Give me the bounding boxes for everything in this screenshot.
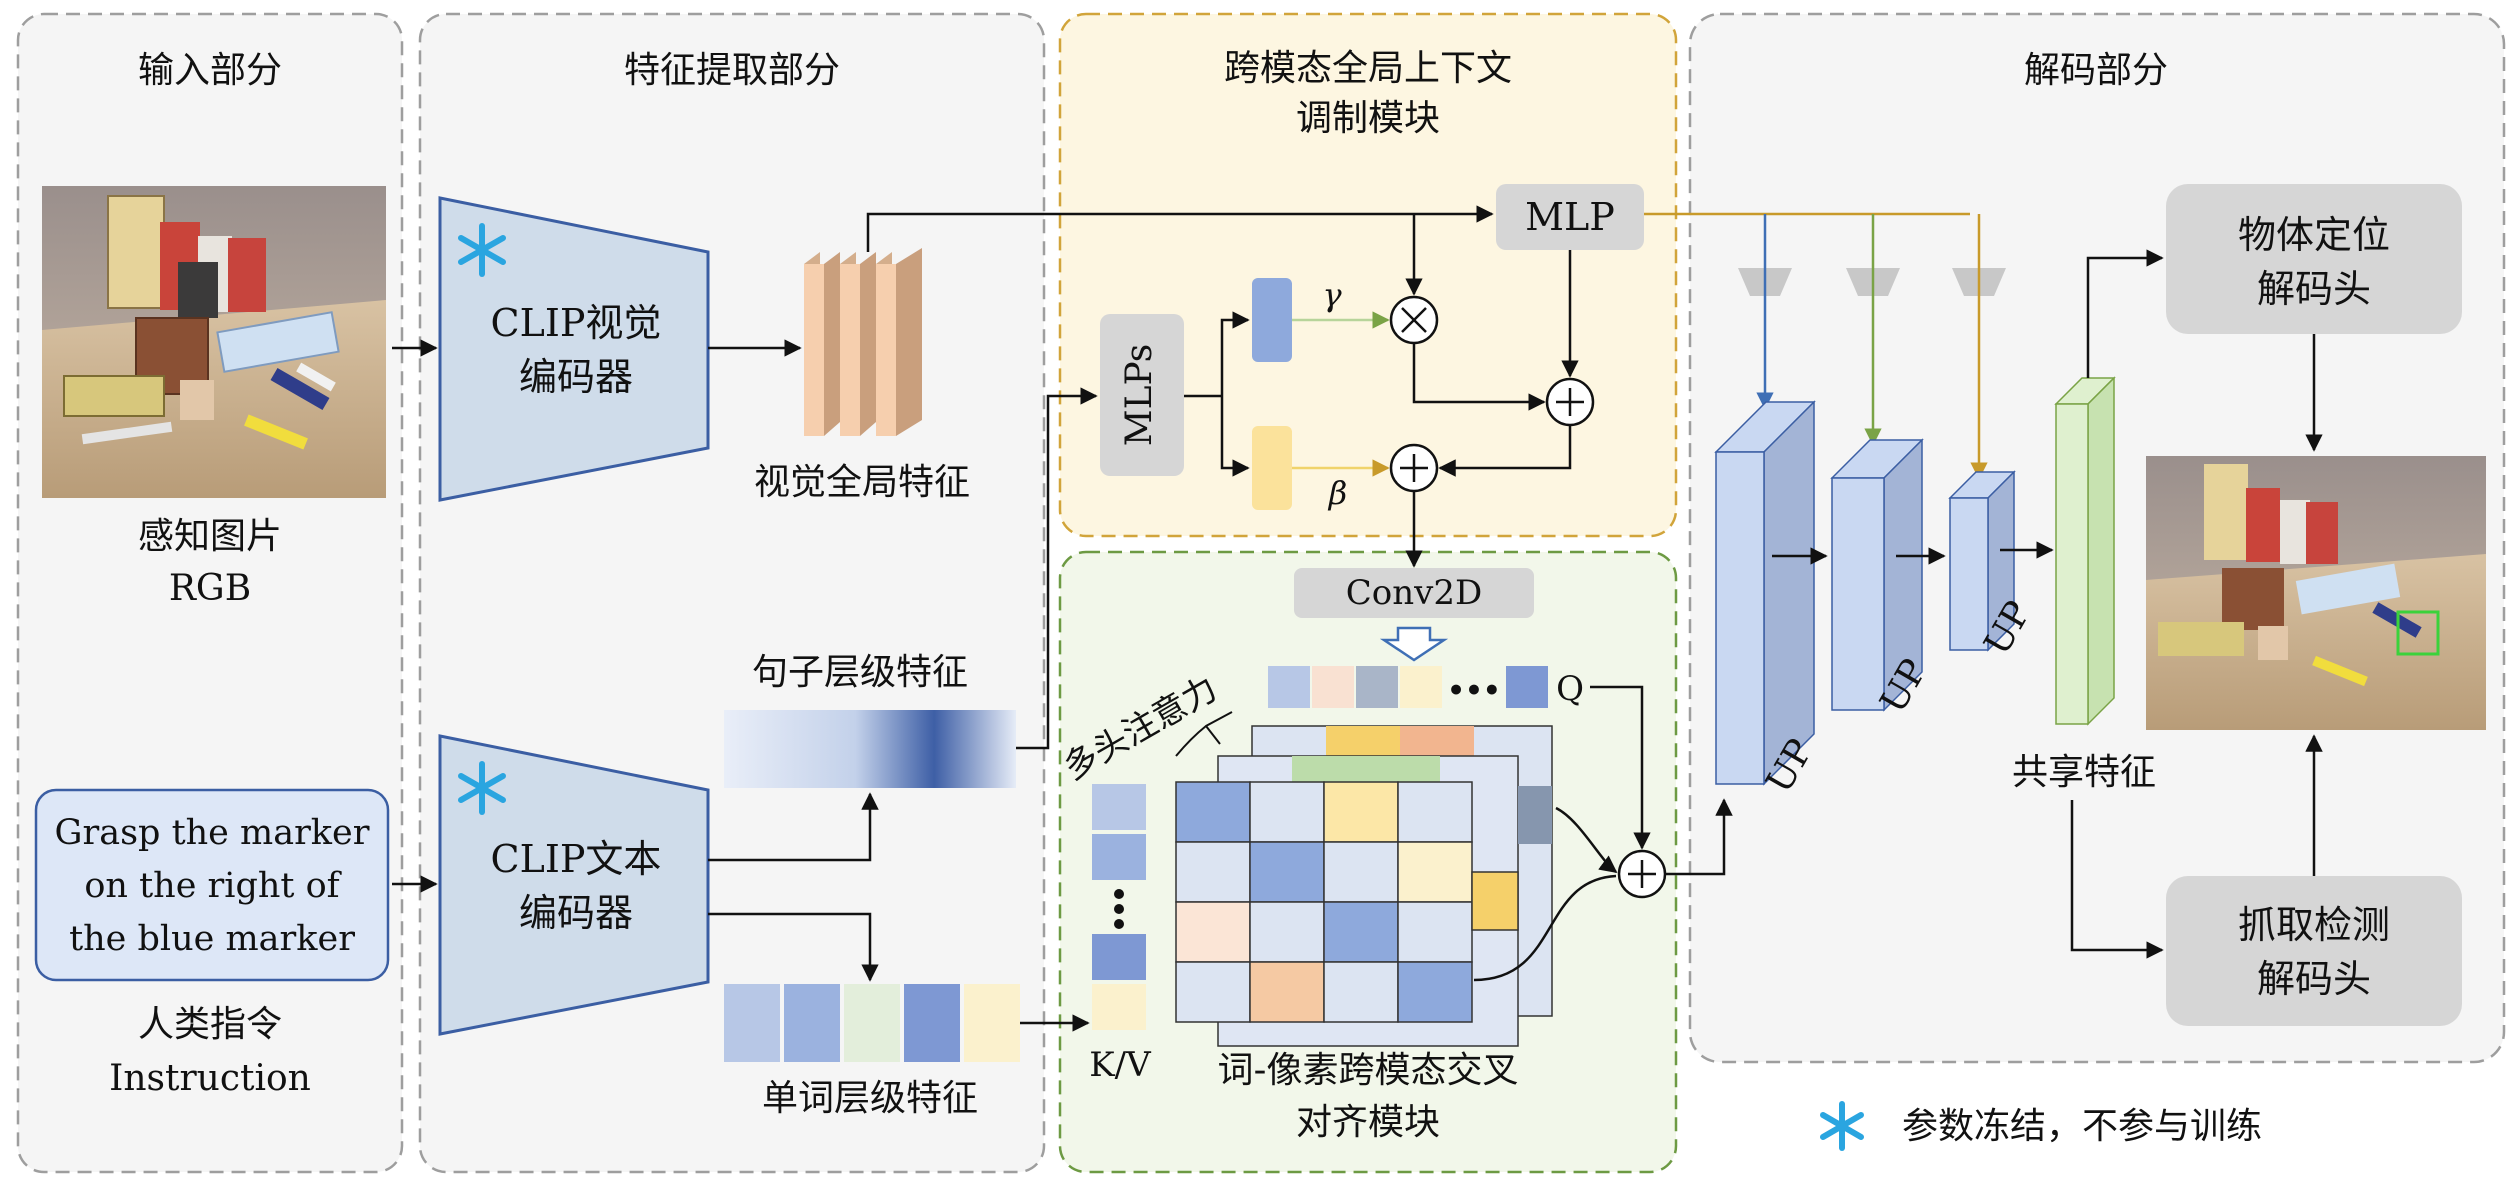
arrow-mlps-to-beta xyxy=(1220,396,1250,477)
beta-vector xyxy=(1252,426,1292,510)
add-node-top xyxy=(1545,377,1595,427)
snowflake-icon xyxy=(458,223,506,277)
visual-global-feature-stack xyxy=(804,248,922,436)
grasp-head-box xyxy=(2166,876,2462,1026)
mlp-box xyxy=(1496,184,1644,250)
visual-encoder-label-2: 编码器 xyxy=(519,355,633,399)
arrow-multiply-to-add xyxy=(1412,344,1546,411)
up-block-1 xyxy=(1714,400,1816,786)
modulation-section xyxy=(1058,12,1678,538)
up-block-3 xyxy=(1948,470,2016,652)
instruction-caption-1: 人类指令 xyxy=(138,1004,282,1045)
add-node-merge xyxy=(1617,849,1667,899)
query-tokens xyxy=(1268,666,1548,708)
arrow-text-to-sentence xyxy=(708,792,879,862)
instruction-box xyxy=(34,788,390,982)
arrow-visual-to-mlp xyxy=(866,205,1494,252)
text-encoder-label-2: 编码器 xyxy=(519,891,633,935)
multiply-node xyxy=(1389,295,1439,345)
gamma-vector xyxy=(1252,278,1292,362)
arrow-shared-to-locate xyxy=(2086,249,2164,378)
kv-label: K/V xyxy=(1089,1045,1152,1085)
rgb-caption-2: RGB xyxy=(169,568,251,609)
shared-feature-label: 共享特征 xyxy=(2012,752,2156,793)
multihead-brace xyxy=(1175,711,1233,757)
sentence-feature-bar xyxy=(724,710,1016,788)
q-label: Q xyxy=(1556,669,1584,709)
up-block-2 xyxy=(1830,438,1924,712)
arrow-sentence-to-mlps xyxy=(1016,387,1098,750)
arrow-shared-to-grasp xyxy=(2070,800,2164,959)
conv2d-label: Conv2D xyxy=(1346,573,1482,613)
locate-head-label-1: 物体定位 xyxy=(2238,213,2390,257)
kv-dots xyxy=(1114,889,1124,929)
arrow-text-to-word xyxy=(708,912,879,982)
arrow-q-to-merge xyxy=(1590,685,1651,850)
word-feature-blocks xyxy=(724,984,1020,1062)
grasp-head-label-1: 抓取检测 xyxy=(2238,903,2390,947)
beta-label: β xyxy=(1328,474,1348,512)
word-feature-label: 单词层级特征 xyxy=(762,1078,978,1119)
locate-head-label-2: 解码头 xyxy=(2257,267,2371,311)
snowflake-icon xyxy=(458,761,506,815)
visual-encoder-label-1: CLIP视觉 xyxy=(491,301,662,345)
input-section-title: 输入部分 xyxy=(138,50,282,91)
arrow-attention-to-merge-bottom xyxy=(1473,874,1617,982)
sentence-feature-label: 句子层级特征 xyxy=(752,652,968,693)
grasp-head-label-2: 解码头 xyxy=(2257,957,2371,1001)
instruction-line-1: Grasp the marker xyxy=(55,813,370,853)
rgb-scene-image xyxy=(42,186,386,498)
feature-section-title: 特征提取部分 xyxy=(624,50,840,91)
conv2d-box xyxy=(1294,568,1534,618)
alignment-caption-2: 对齐模块 xyxy=(1296,1102,1440,1143)
snowflake-icon xyxy=(1820,1101,1864,1151)
mlps-box xyxy=(1100,314,1184,476)
alignment-caption-1: 词-像素跨模态交叉 xyxy=(1218,1050,1519,1091)
add-node-bottom xyxy=(1389,443,1439,493)
kv-tokens xyxy=(1092,784,1146,1030)
gamma-label: γ xyxy=(1322,276,1342,314)
visual-global-feature-label: 视觉全局特征 xyxy=(754,462,970,503)
instruction-line-2: on the right of xyxy=(84,866,342,906)
mlps-label: MLPs xyxy=(1119,344,1160,447)
output-scene-image xyxy=(2146,456,2486,730)
attention-map-front xyxy=(1175,781,1519,1023)
down-arrow-icon xyxy=(1379,626,1449,662)
mlp-label: MLP xyxy=(1525,195,1615,239)
modulation-section-title-1: 跨模态全局上下文 xyxy=(1224,48,1512,89)
decode-section-title: 解码部分 xyxy=(2024,50,2168,91)
legend-frozen-label: 参数冻结，不参与训练 xyxy=(1902,1106,2262,1147)
arrow-merge-to-decoder xyxy=(1666,798,1733,876)
clip-visual-encoder xyxy=(438,196,710,502)
rgb-caption-1: 感知图片 xyxy=(138,516,282,557)
text-encoder-label-1: CLIP文本 xyxy=(491,837,662,881)
arrow-attention-to-merge-top xyxy=(1555,806,1618,874)
modulation-section-title-2: 调制模块 xyxy=(1296,98,1440,139)
instruction-caption-2: Instruction xyxy=(109,1058,311,1099)
shared-feature-block xyxy=(2054,376,2116,726)
instruction-line-3: the blue marker xyxy=(69,919,355,959)
arrow-add-top-to-add-bottom xyxy=(1438,426,1572,477)
arrow-mlps-to-gamma xyxy=(1220,311,1250,396)
locate-head-box xyxy=(2166,184,2462,334)
clip-text-encoder xyxy=(438,734,710,1036)
query-dots: ••• xyxy=(1447,674,1501,707)
